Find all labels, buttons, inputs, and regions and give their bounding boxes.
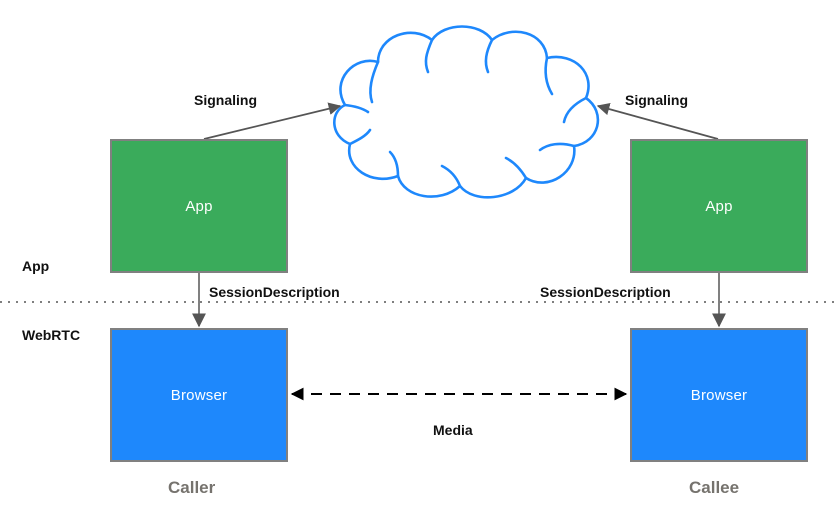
role-label-callee: Callee (689, 478, 740, 497)
node-callee-browser-label: Browser (690, 386, 748, 404)
node-caller-app[interactable]: App (110, 139, 288, 273)
caller-signaling-arrow (203, 102, 342, 140)
edge-label-caller-signaling: Signaling (194, 92, 257, 108)
edge-label-media: Media (433, 422, 473, 438)
role-label-caller: Caller (168, 478, 216, 497)
node-caller-app-label: App (185, 197, 213, 215)
edge-label-callee-signaling: Signaling (625, 92, 688, 108)
node-callee-browser[interactable]: Browser (630, 328, 808, 462)
edge-label-caller-sessiondescription: SessionDescription (209, 284, 340, 300)
edge-label-callee-sessiondescription: SessionDescription (540, 284, 671, 300)
signaling-cloud-icon (333, 25, 600, 199)
layer-label-webrtc: WebRTC (22, 327, 81, 343)
node-callee-app[interactable]: App (630, 139, 808, 273)
node-caller-browser-label: Browser (170, 386, 228, 404)
node-caller-browser[interactable]: Browser (110, 328, 288, 462)
node-callee-app-label: App (705, 197, 733, 215)
layer-label-app: App (22, 258, 50, 274)
callee-signaling-arrow (596, 102, 719, 140)
